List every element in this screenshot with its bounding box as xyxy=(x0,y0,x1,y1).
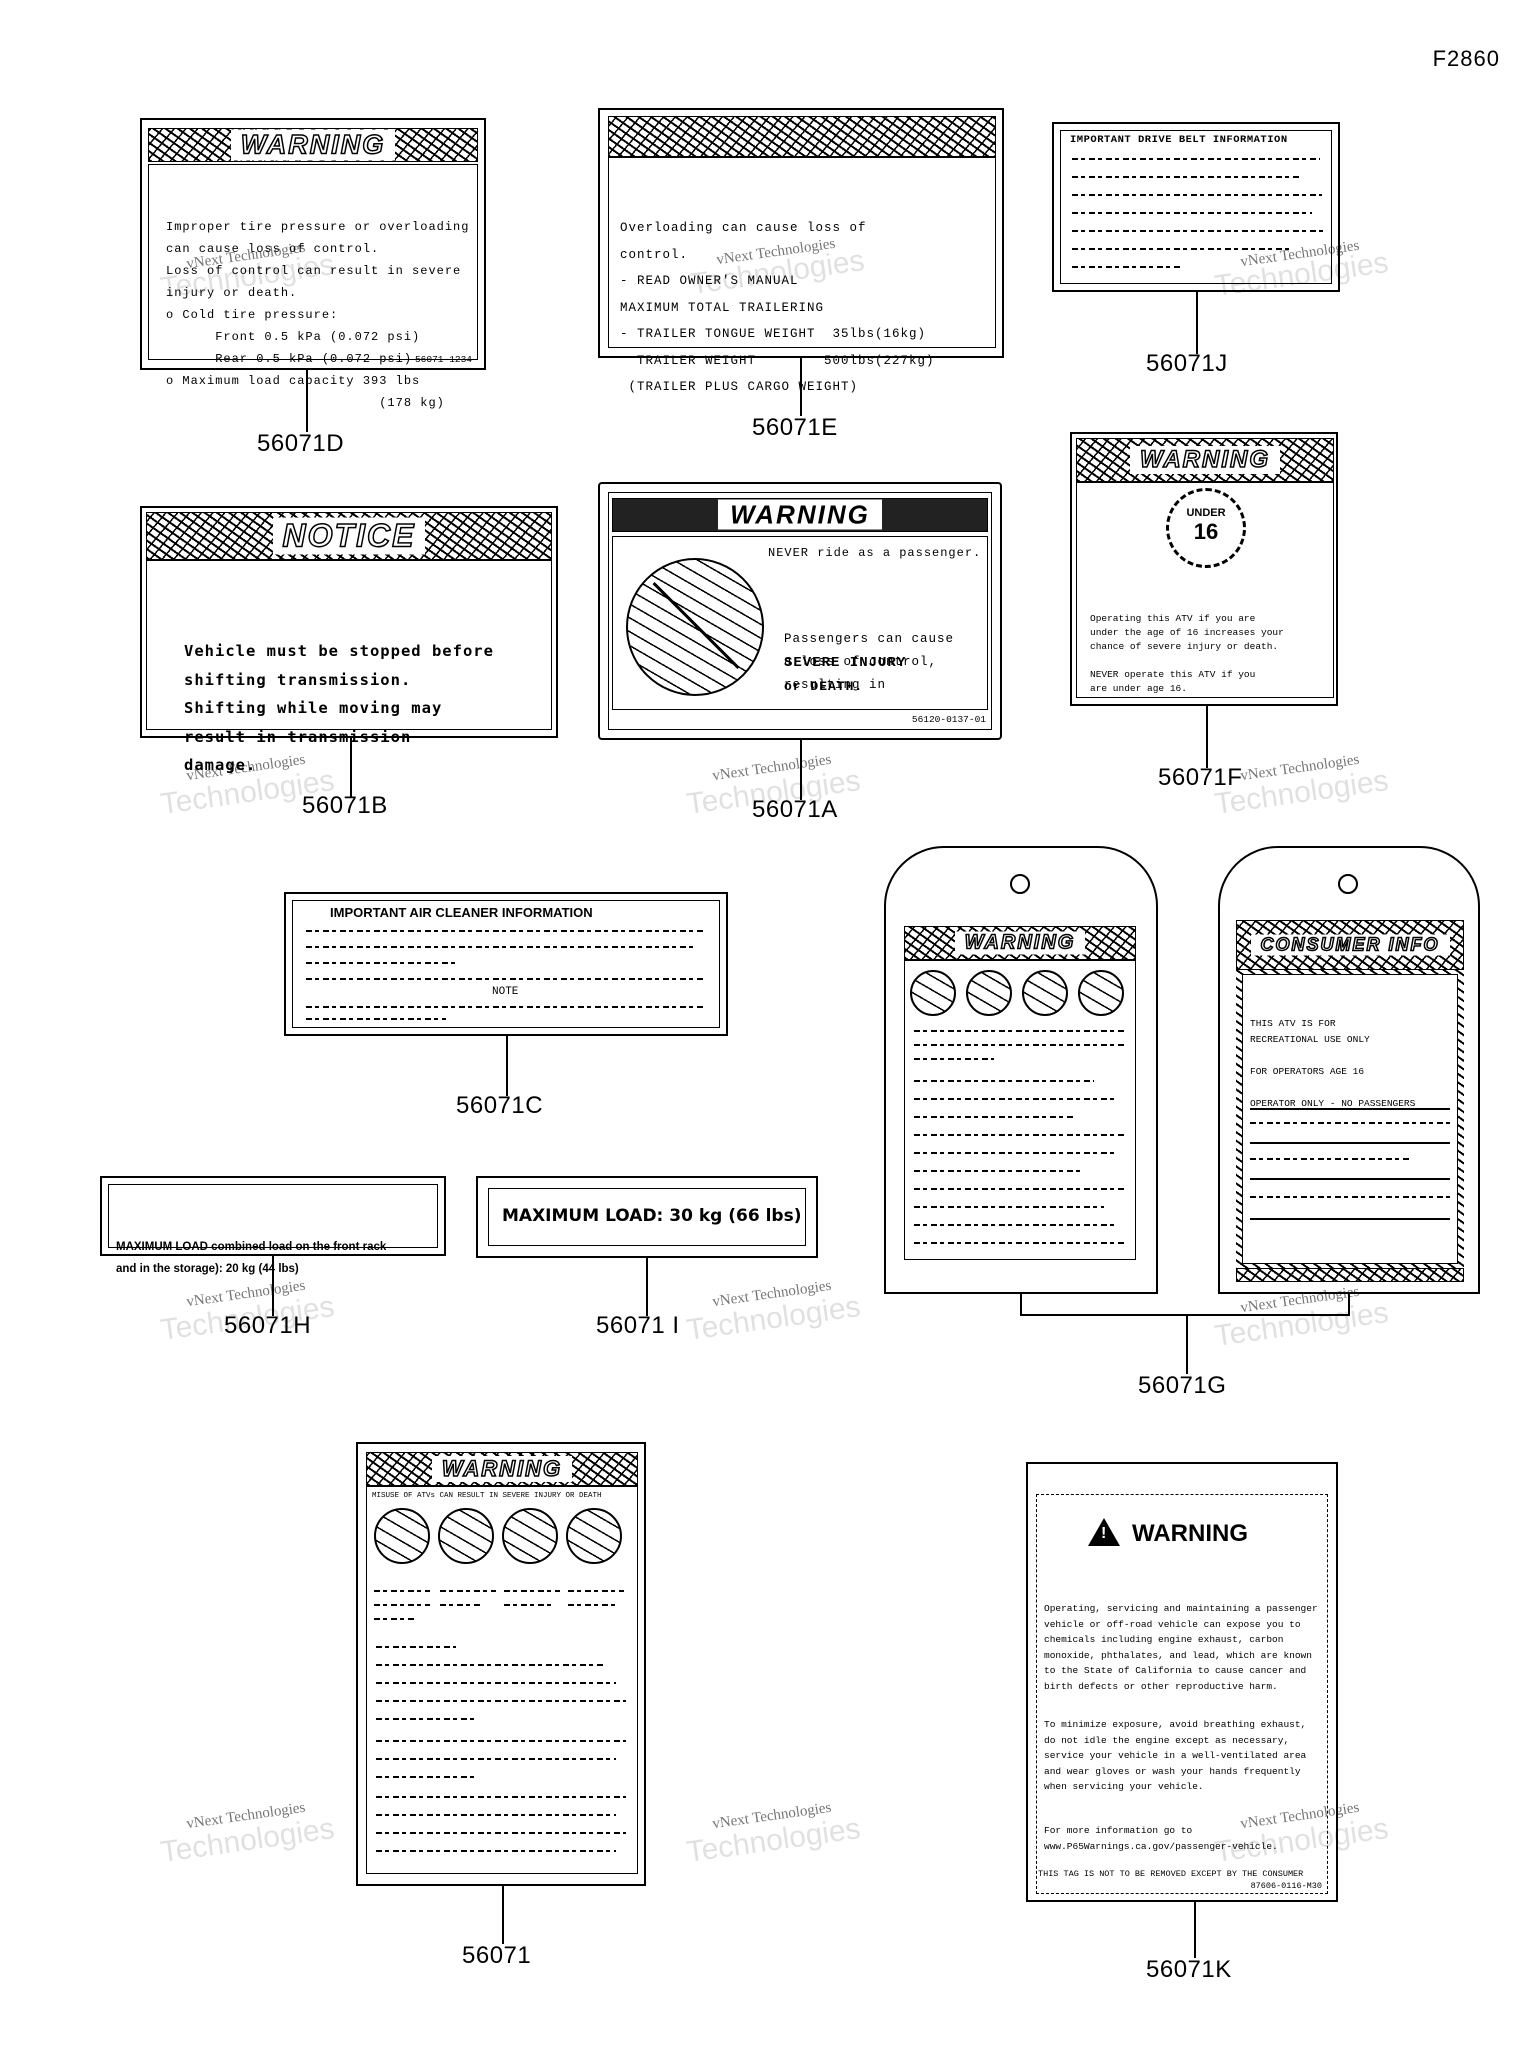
label-code: 56071-1234 xyxy=(414,354,472,365)
label-text: MAXIMUM LOAD combined load on the front … xyxy=(116,1241,387,1275)
badge-number: 16 xyxy=(1193,519,1219,544)
label-body xyxy=(146,560,552,730)
label-56071f[interactable]: WARNING UNDER 16 Operating this ATV if y… xyxy=(1070,432,1338,706)
tag-body xyxy=(1242,974,1458,1264)
hang-tag-warning[interactable]: WARNING xyxy=(884,846,1158,1294)
part-number-56071g[interactable]: 56071G xyxy=(1138,1372,1227,1399)
tag-body xyxy=(904,960,1136,1260)
warning-banner-title: WARNING xyxy=(1130,445,1280,474)
label-body xyxy=(366,1486,638,1874)
part-number-56071c[interactable]: 56071C xyxy=(456,1092,544,1119)
badge-under: UNDER xyxy=(1186,507,1226,519)
label-body xyxy=(108,1184,438,1248)
part-number-56071h[interactable]: 56071H xyxy=(224,1312,312,1339)
label-code: 87606-0116-M30 xyxy=(1250,1881,1322,1891)
part-number-56071a[interactable]: 56071A xyxy=(752,796,838,823)
pattern-banner xyxy=(608,116,996,158)
death-text: or DEATH. xyxy=(784,679,864,694)
paragraph-1: Operating, servicing and maintaining a p… xyxy=(1044,1603,1318,1692)
warning-banner: WARNING xyxy=(612,498,988,532)
label-heading: IMPORTANT AIR CLEANER INFORMATION xyxy=(330,905,593,920)
label-frame xyxy=(608,492,992,730)
label-56071i[interactable]: MAXIMUM LOAD: 30 kg (66 lbs) xyxy=(476,1176,818,1258)
warning-banner: WARNING xyxy=(904,926,1136,960)
label-heading: IMPORTANT DRIVE BELT INFORMATION xyxy=(1070,134,1288,146)
label-body xyxy=(612,536,988,710)
label-footer: THIS TAG IS NOT TO BE REMOVED EXCEPT BY … xyxy=(1038,1869,1304,1879)
part-number-56071j[interactable]: 56071J xyxy=(1146,350,1228,377)
part-number-56071k[interactable]: 56071K xyxy=(1146,1956,1232,1983)
under-16-badge: UNDER 16 xyxy=(1166,488,1246,568)
tag-hole xyxy=(1338,874,1358,894)
warning-banner-title: WARNING xyxy=(431,1455,573,1482)
warning-banner-title: WARNING xyxy=(230,129,396,161)
label-subheading: MISUSE OF ATVs CAN RESULT IN SEVERE INJU… xyxy=(372,1492,602,1500)
notice-banner-title: NOTICE xyxy=(272,517,426,555)
label-body xyxy=(1076,482,1334,698)
label-title: WARNING xyxy=(1132,1520,1248,1547)
warning-triangle-icon xyxy=(1088,1518,1120,1546)
label-56071d[interactable]: WARNING Improper tire pressure or overlo… xyxy=(140,118,486,410)
label-56071k[interactable]: WARNING Operating, servicing and maintai… xyxy=(1026,1462,1338,1902)
consumer-info-banner-title: CONSUMER INFO xyxy=(1250,934,1450,956)
never-line: NEVER ride as a passenger. xyxy=(768,546,982,560)
warning-banner: WARNING xyxy=(148,128,478,162)
warning-banner: WARNING xyxy=(1076,438,1334,482)
notice-banner: NOTICE xyxy=(146,512,552,560)
label-code: 56120-0137-01 xyxy=(911,714,986,725)
tag-hole xyxy=(1010,874,1030,894)
label-56071j[interactable]: IMPORTANT DRIVE BELT INFORMATION xyxy=(1052,122,1340,292)
label-body xyxy=(1060,130,1332,284)
label-56071c[interactable]: IMPORTANT AIR CLEANER INFORMATION NOTE xyxy=(284,892,728,1036)
label-body xyxy=(292,900,720,1028)
label-body xyxy=(608,156,996,348)
label-body xyxy=(148,164,478,360)
label-56071h[interactable]: MAXIMUM LOAD combined load on the front … xyxy=(100,1176,446,1275)
label-body xyxy=(488,1188,806,1246)
part-number-56071d[interactable]: 56071D xyxy=(257,430,345,457)
part-number-56071e[interactable]: 56071E xyxy=(752,414,838,441)
figure-code: F2860 xyxy=(1432,46,1500,71)
paragraph-2: To minimize exposure, avoid breathing ex… xyxy=(1044,1719,1307,1792)
label-56071a[interactable]: WARNING NEVER ride as a passenger. Passe… xyxy=(598,482,1002,740)
warning-banner-title: WARNING xyxy=(954,931,1086,955)
label-text: MAXIMUM LOAD: 30 kg (66 lbs) xyxy=(502,1206,802,1226)
severe-injury-text: SEVERE INJURY xyxy=(784,655,907,671)
label-56071[interactable]: WARNING MISUSE OF ATVs CAN RESULT IN SEV… xyxy=(356,1442,646,1886)
label-frame xyxy=(1036,1494,1328,1894)
part-number-56071i[interactable]: 56071 I xyxy=(596,1312,680,1339)
warning-banner-title: WARNING xyxy=(718,499,882,530)
label-note: NOTE xyxy=(492,986,519,998)
part-number-56071b[interactable]: 56071B xyxy=(302,792,388,819)
part-number-56071f[interactable]: 56071F xyxy=(1158,764,1243,791)
warning-banner: WARNING xyxy=(366,1452,638,1486)
consumer-info-banner: CONSUMER INFO xyxy=(1236,920,1464,970)
tag-bottom-pattern xyxy=(1236,1268,1464,1282)
part-number-56071[interactable]: 56071 xyxy=(462,1942,532,1969)
